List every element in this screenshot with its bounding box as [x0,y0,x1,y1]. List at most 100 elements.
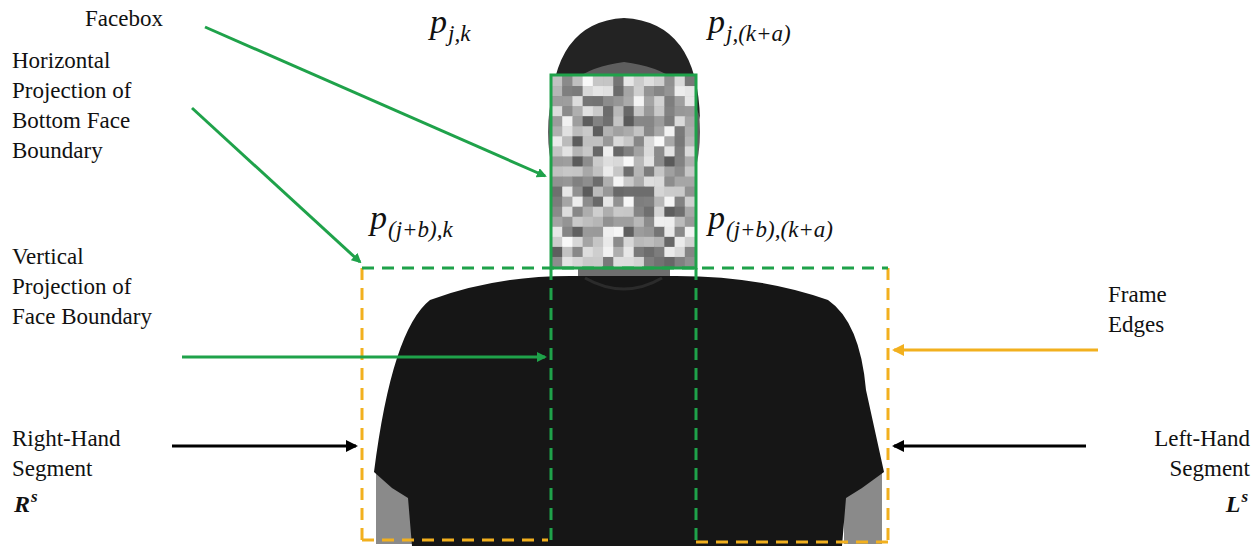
pixel-cell [593,86,604,97]
pixel-cell [675,126,686,137]
pixel-cell [634,217,645,228]
pixel-cell [624,146,635,157]
pixel-cell [572,126,583,137]
pixel-cell [603,187,614,198]
pixel-cell [624,86,635,97]
pixel-cell [664,146,675,157]
pixel-cell [593,116,604,127]
pixel-cell [675,96,686,107]
pixel-cell [613,106,624,117]
pixel-cell [603,86,614,97]
pixel-cell [562,106,573,117]
pixel-cell [624,106,635,117]
pixel-cell [664,217,675,228]
pixel-cell [644,217,655,228]
corner-point-label-group: pj,(k+a) [708,2,791,43]
pixel-cell [603,156,614,167]
pixel-cell [664,76,675,87]
pixel-cell [613,227,624,238]
pixel-cell [593,187,604,198]
collar [585,278,662,289]
pixel-cell [675,247,686,258]
pixel-cell [634,116,645,127]
pixel-cell [583,257,594,268]
pixel-cell [634,156,645,167]
pixel-cell [552,227,563,238]
pixel-cell [664,136,675,147]
corner-point-label-base: p [370,199,387,236]
pixel-cell [583,76,594,87]
pixel-cell [624,257,635,268]
pixel-cell [562,76,573,87]
pixel-cell [675,257,686,268]
callout-label: Facebox [85,4,163,34]
callout-label-group: Right-Hand Segment [12,424,162,484]
pixel-cell [654,207,665,218]
pixel-cell [572,86,583,97]
pixel-cell [613,166,624,177]
pixel-cell [654,156,665,167]
callout-label-group: Left-Hand Segment [1100,424,1250,484]
pixel-cell [572,187,583,198]
pixel-cell [644,76,655,87]
pixel-cell [685,136,696,147]
pixel-cell [583,237,594,248]
pixel-cell [603,207,614,218]
pixel-cell [664,86,675,97]
pixel-cell [562,116,573,127]
pixel-cell [654,227,665,238]
frame-edges [362,268,888,542]
pixel-cell [644,166,655,177]
pixel-cell [675,76,686,87]
pixel-cell [552,187,563,198]
pixel-cell [583,217,594,228]
corner-point-label-base: p [708,199,725,236]
pixel-cell [685,156,696,167]
pixel-cell [562,247,573,258]
pixel-cell [634,126,645,137]
pixel-cell [624,237,635,248]
pixel-cell [613,146,624,157]
pixel-cell [593,257,604,268]
pixel-cell [572,227,583,238]
leader-arrow [172,445,356,448]
pixel-cell [685,116,696,127]
corner-point-label-index: (j+b),k [388,217,453,242]
pixel-cell [603,166,614,177]
pixel-cell [562,156,573,167]
pixel-cell [603,126,614,137]
pixel-cell [664,166,675,177]
pixel-cell [593,166,604,177]
pixel-cell [583,106,594,117]
pixel-cell [552,76,563,87]
pixel-cell [685,146,696,157]
pixel-cell [572,217,583,228]
pixel-cell [644,237,655,248]
leader-arrow [894,349,1098,352]
pixel-cell [685,197,696,208]
pixel-cell [644,247,655,258]
corner-point-label-index: j,(k+a) [726,21,791,46]
pixel-cell [644,187,655,198]
pixel-cell [593,207,604,218]
pixel-cell [624,227,635,238]
pixel-cell [603,116,614,127]
pixel-cell [603,257,614,268]
pixel-cell [552,126,563,137]
pixel-cell [593,126,604,137]
pixel-cell [685,207,696,218]
pixel-cell [654,96,665,107]
pixel-cell [603,197,614,208]
pixel-cell [613,177,624,188]
corner-point-label-group: pj,k [430,2,470,43]
facebox-outline [551,75,696,268]
pixel-cell [664,257,675,268]
pixel-cell [654,126,665,137]
pixel-cell [654,177,665,188]
pixel-cell [603,136,614,147]
pixel-cell [624,217,635,228]
pixel-cell [572,76,583,87]
pixel-cell [572,116,583,127]
pixel-cell [654,197,665,208]
pixel-cell [583,197,594,208]
